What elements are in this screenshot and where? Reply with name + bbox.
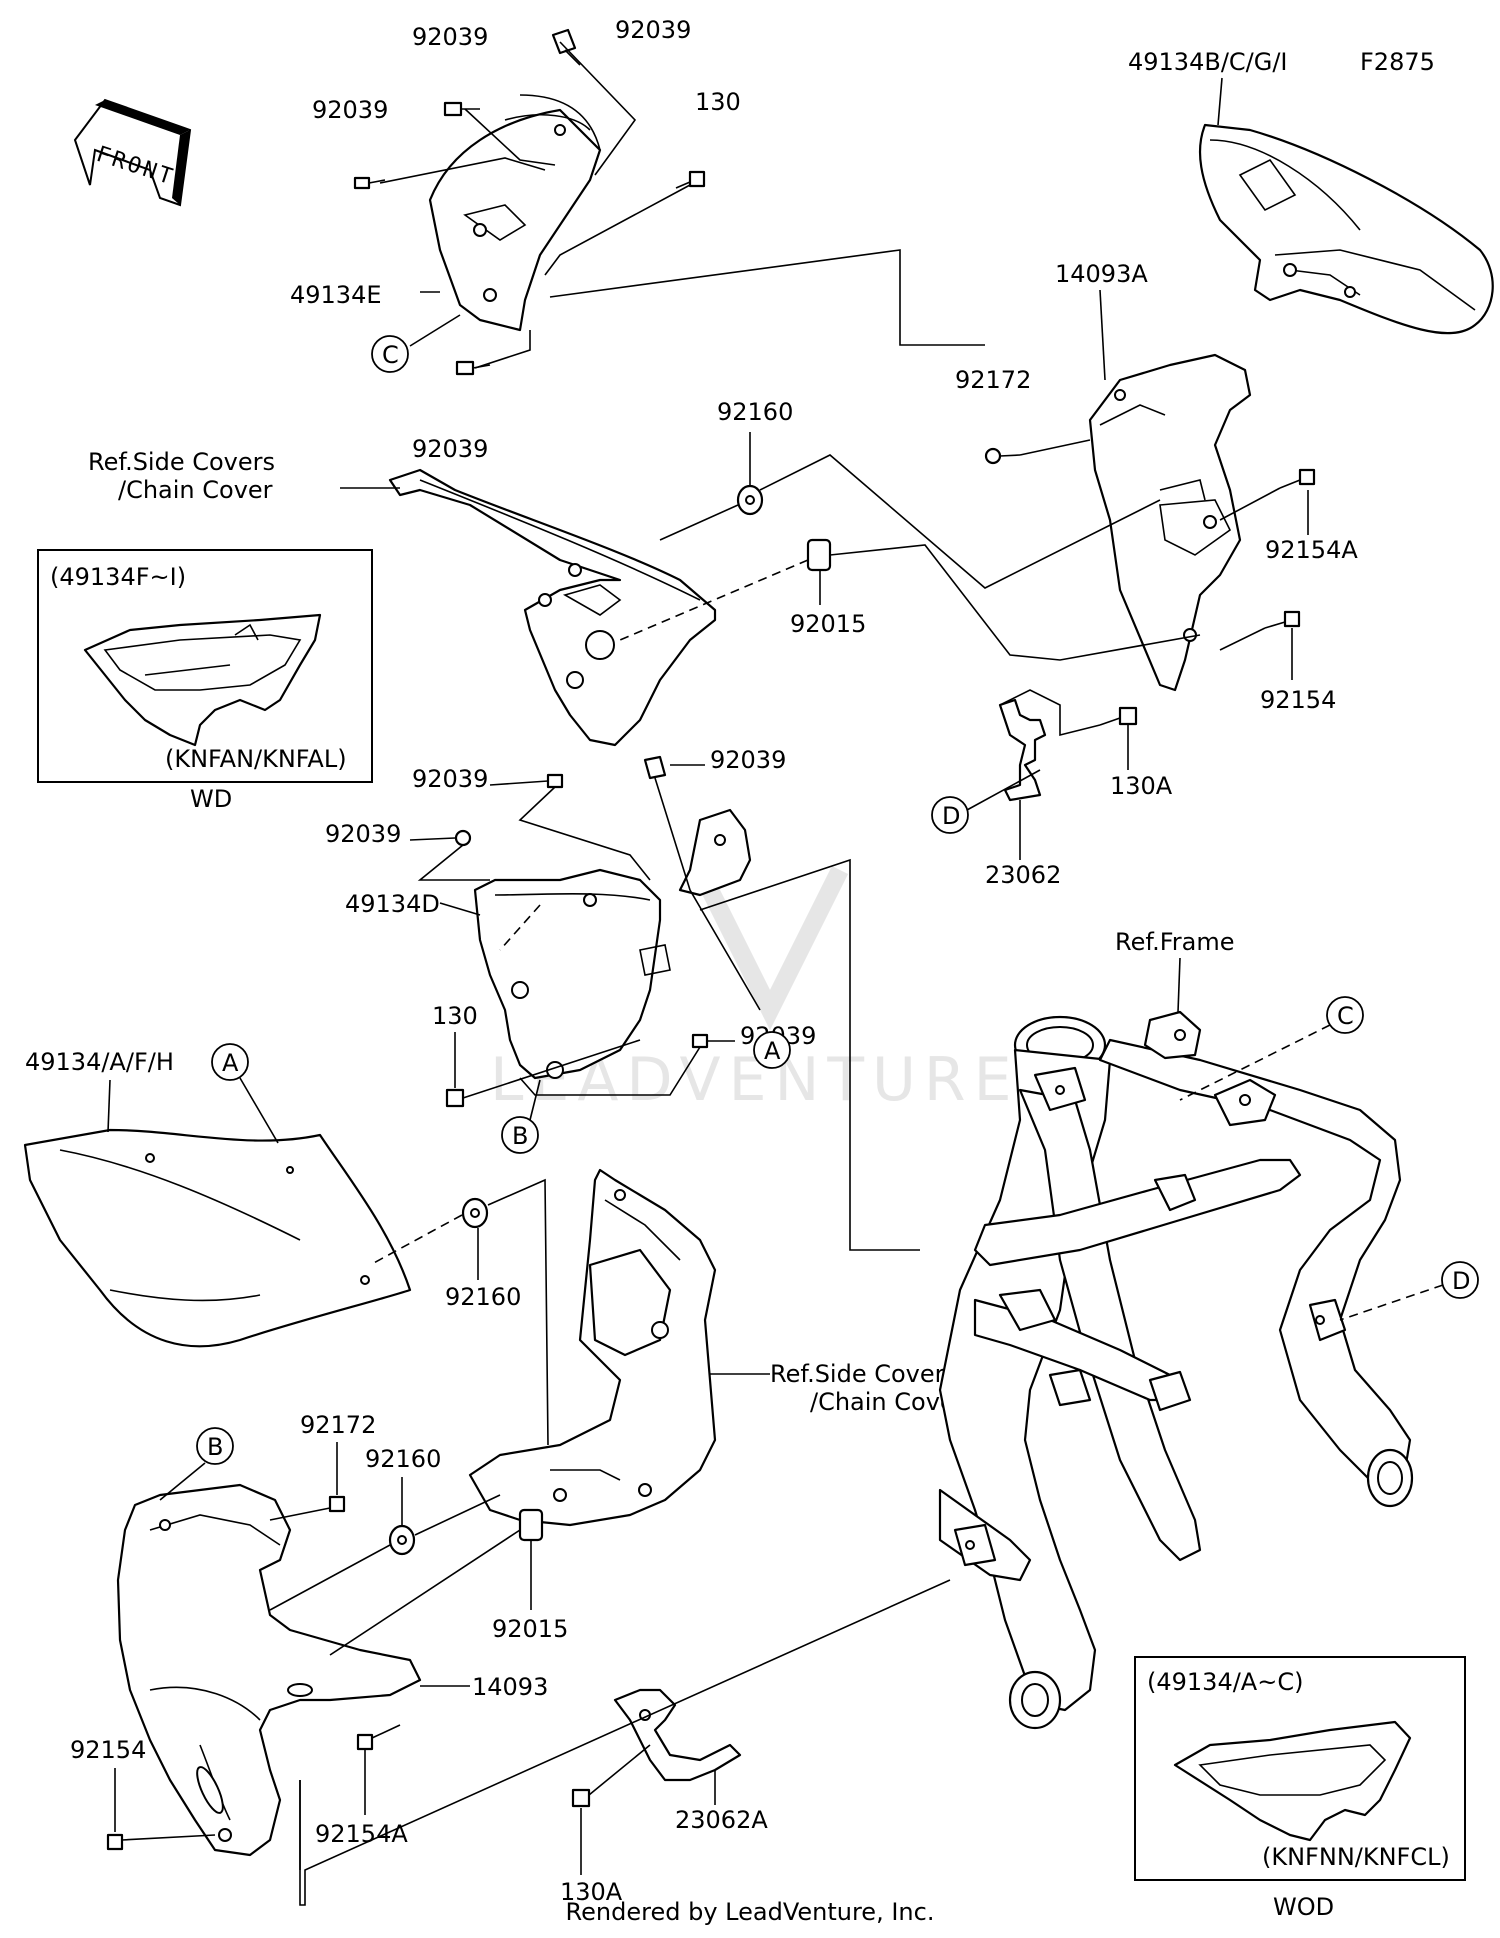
fastener-92039-mid-b[interactable] [454,829,472,847]
bolt-130A-lower[interactable] [571,1788,591,1808]
label-130-top: 130 [695,88,741,116]
marker-C-upper: C [371,335,409,373]
label-92160-mid: 92160 [445,1283,521,1311]
inset-wd-models: (KNFAN/KNFAL) [165,745,347,773]
bolt-92154-lower[interactable] [106,1833,124,1851]
fastener-92039-mid-d[interactable] [691,1033,709,1049]
frame-ref [938,1010,1414,1730]
grommet-92160-mid[interactable] [461,1197,489,1229]
label-130A-upper: 130A [1110,772,1173,800]
label-92154A-lower: 92154A [315,1820,408,1848]
label-92172-lower: 92172 [300,1411,376,1439]
ref-chain-cover-upper: /Chain Cover [118,476,273,504]
bolt-130-mid[interactable] [445,1088,465,1108]
label-92015-upper: 92015 [790,610,866,638]
svg-text:A: A [764,1037,781,1065]
collar-92015-lower[interactable] [518,1508,544,1542]
part-23062A-bracket[interactable] [613,1688,742,1782]
part-49134AFH-outer-shroud[interactable] [23,1128,412,1348]
bolt-92154-upper[interactable] [1264,610,1301,629]
grommet-92160-lower[interactable] [388,1524,416,1556]
part-49134D-panel[interactable] [473,808,752,1080]
marker-A-mid: A [753,1031,791,1069]
grommet-92160-upper[interactable] [736,484,764,516]
label-14093: 14093 [472,1673,548,1701]
svg-text:C: C [1337,1002,1354,1030]
svg-text:C: C [382,341,399,369]
marker-B-mid: B [501,1116,539,1154]
fastener-92039-mid-a[interactable] [546,773,564,789]
label-49134E: 49134E [290,281,382,309]
part-49134BCGI-shroud[interactable] [1198,123,1494,335]
label-92154-upper: 92154 [1260,686,1336,714]
marker-B-lower: B [196,1427,234,1465]
inset-wd: (49134F~I) (KNFAN/KNFAL) WD [37,549,373,813]
svg-text:D: D [1452,1267,1470,1295]
label-92039-mid-a: 92039 [412,765,488,793]
label-23062A: 23062A [675,1806,768,1834]
bolt-130-top[interactable] [675,170,706,189]
bolt-92154A-upper[interactable] [1279,468,1316,489]
inset-wod: (49134/A~C) (KNFNN/KNFCL) WOD [1134,1656,1466,1921]
label-92172-upper: 92172 [955,366,1031,394]
bolt-130A-upper[interactable] [1099,706,1138,726]
ref-side-covers-upper: Ref.Side Covers [88,448,275,476]
marker-D-upper: D [931,796,969,834]
label-92039-mid-c: 92039 [710,746,786,774]
screw-92172-upper[interactable] [984,447,1021,465]
label-92154-lower: 92154 [70,1736,146,1764]
fastener-92039-top[interactable] [551,28,581,66]
ref-side-covers-lower: Ref.Side Covers [770,1360,957,1388]
label-130A-lower: 130A [560,1878,623,1906]
diagram-code: F2875 [1360,48,1435,76]
label-92039-below: 92039 [412,435,488,463]
label-92039-mid-b: 92039 [325,820,401,848]
inset-wod-caption: WOD [1273,1893,1334,1921]
label-92160-lower: 92160 [365,1445,441,1473]
label-49134D: 49134D [345,890,440,918]
fastener-92039-mid-c[interactable] [643,755,667,780]
fastener-92039-left[interactable] [353,176,386,190]
part-upper-side-cover-ref[interactable] [388,468,717,747]
label-130-mid: 130 [432,1002,478,1030]
svg-text:D: D [942,802,960,830]
marker-C-frame: C [1326,996,1364,1034]
part-23062-bracket[interactable] [998,698,1047,802]
footer-credit: Rendered by LeadVenture, Inc. [565,1898,935,1926]
label-92039-top-left: 92039 [412,23,488,51]
inset-wd-range: (49134F~I) [50,563,186,591]
collar-92015-upper[interactable] [806,538,832,572]
label-92154A-upper: 92154A [1265,536,1358,564]
ref-frame: Ref.Frame [1115,928,1234,956]
inset-wd-caption: WD [190,785,232,813]
front-arrow: FRONT [73,98,192,207]
part-14093A-cover[interactable] [1088,353,1252,692]
label-14093A: 14093A [1055,260,1148,288]
label-92039-upper-left: 92039 [312,96,388,124]
label-92160-upper: 92160 [717,398,793,426]
label-92039-top-right: 92039 [615,16,691,44]
watermark-logo [691,865,849,1031]
inset-wod-range: (49134/A~C) [1147,1668,1303,1696]
marker-D-frame: D [1441,1261,1479,1299]
bolt-92154A-lower[interactable] [356,1733,374,1751]
screw-92172-lower[interactable] [328,1495,346,1513]
label-23062: 23062 [985,861,1061,889]
fastener-92039-upper[interactable] [443,101,480,117]
inset-wod-models: (KNFNN/KNFCL) [1262,1843,1450,1871]
fastener-92039-lower[interactable] [455,360,491,376]
svg-text:A: A [222,1049,239,1077]
part-14093-lower-cover[interactable] [116,1483,422,1857]
part-lower-side-cover-ref[interactable] [468,1168,717,1527]
ref-chain-cover-lower: /Chain Cover [810,1388,965,1416]
label-49134BCGI: 49134B/C/G/I [1128,48,1288,76]
marker-A-lower: A [211,1043,249,1081]
svg-text:B: B [512,1122,528,1150]
label-49134AFH: 49134/A/F/H [25,1048,174,1076]
label-92015-lower: 92015 [492,1615,568,1643]
part-49134E-inner-panel[interactable] [428,94,602,332]
svg-text:B: B [207,1433,223,1461]
